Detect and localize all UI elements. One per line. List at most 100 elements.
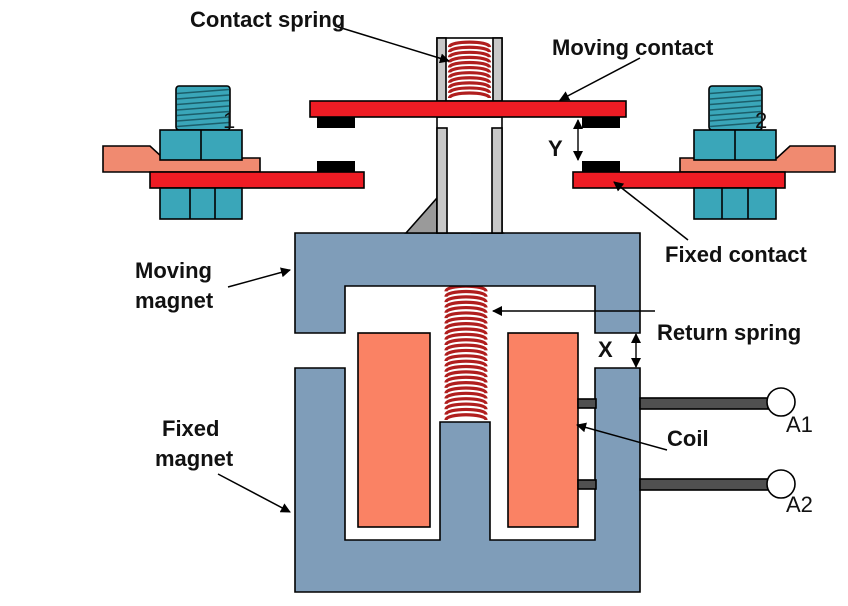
bolt-thread-line xyxy=(176,116,230,122)
moving-contact-bar xyxy=(309,100,627,118)
leader-fixed-contact xyxy=(613,181,689,241)
contact-spring-turn xyxy=(447,76,492,85)
fixed-contact-pad-left xyxy=(317,161,355,172)
return-spring-turn xyxy=(444,338,488,346)
contact-spring-turn xyxy=(447,91,492,100)
nut-left-bottom xyxy=(159,187,243,220)
bolt-thread-line xyxy=(709,110,762,117)
return-spring-turn xyxy=(444,397,488,405)
bolt-thread-line xyxy=(709,116,762,122)
lead-wire-a2 xyxy=(639,478,769,491)
fixed-contact-bar-left xyxy=(149,171,365,189)
bolt-thread-line xyxy=(709,94,762,100)
bolt-thread-line xyxy=(176,88,230,95)
lead-wire-a1 xyxy=(639,397,769,410)
fixed-magnet xyxy=(294,367,641,593)
leader-contact-spring xyxy=(334,25,450,64)
return-spring xyxy=(444,284,488,421)
return-spring-turn xyxy=(444,343,488,352)
return-spring-turn xyxy=(444,316,488,325)
moving-contact-pad-left xyxy=(317,117,355,128)
coil-left xyxy=(357,332,431,528)
contact-spring-turn xyxy=(447,55,492,64)
return-spring-turn xyxy=(444,386,488,395)
label-moving-contact: Moving contact xyxy=(552,35,714,60)
return-spring-turn xyxy=(444,327,488,336)
coil-right xyxy=(507,332,579,528)
return-spring-turn xyxy=(444,289,488,298)
label-fixed-contact: Fixed contact xyxy=(665,242,807,267)
return-spring-turn xyxy=(444,402,488,411)
lead-wire-a2-inner xyxy=(577,479,597,490)
label-contact-spring: Contact spring xyxy=(190,7,345,32)
contact-spring-turn xyxy=(447,40,492,49)
return-spring-turn xyxy=(444,391,488,400)
bolt-thread-line xyxy=(709,121,762,128)
label-return-spring: Return spring xyxy=(657,320,801,345)
label-fixed-magnet-line1: Fixed xyxy=(162,416,219,441)
return-spring-turn xyxy=(444,354,488,362)
label-terminal-a1: A1 xyxy=(786,412,813,437)
terminal-a1-circle xyxy=(766,387,796,417)
stem-gusset-left xyxy=(404,195,438,234)
return-spring-turn xyxy=(444,305,488,314)
return-spring-turn xyxy=(444,413,488,421)
return-spring-turn xyxy=(444,332,488,341)
bolt-thread-line xyxy=(709,99,762,106)
contact-spring-turn xyxy=(447,81,492,90)
bolt-thread-line xyxy=(176,105,230,111)
leader-moving-contact xyxy=(559,57,641,101)
label-terminal-a2: A2 xyxy=(786,492,813,517)
return-spring-turn xyxy=(444,407,488,416)
moving-contact-pad-right xyxy=(582,117,620,128)
return-spring-turn xyxy=(444,322,488,330)
fixed-contact-bar-right xyxy=(572,171,786,189)
bolt-thread-line xyxy=(709,88,762,95)
return-spring-turn xyxy=(444,370,488,379)
label-terminal-2: 2 xyxy=(755,108,767,133)
label-moving-magnet-line1: Moving xyxy=(135,258,212,283)
label-coil: Coil xyxy=(667,426,709,451)
return-spring-turn xyxy=(444,359,488,368)
bolt-right-thread xyxy=(709,88,762,128)
stem-slot-right xyxy=(491,127,503,234)
housing-wall-left xyxy=(436,37,447,102)
contact-spring xyxy=(447,40,492,100)
return-spring-turn xyxy=(444,364,488,373)
moving-magnet xyxy=(294,232,641,334)
return-spring-turn xyxy=(444,381,488,389)
label-gap-x: X xyxy=(598,337,613,362)
contact-spring-turn xyxy=(447,60,492,70)
contact-spring-turn xyxy=(447,86,492,95)
return-spring-turn xyxy=(444,348,488,357)
bolt-left-thread xyxy=(176,88,230,128)
return-spring-turn xyxy=(444,375,488,384)
return-spring-turn xyxy=(444,300,488,309)
nut-right-bottom xyxy=(693,187,777,220)
stem-slot-left xyxy=(436,127,448,234)
leader-fixed-magnet xyxy=(217,473,291,513)
contact-spring-turn xyxy=(447,71,492,80)
housing-wall-right xyxy=(492,37,503,102)
label-fixed-magnet-line2: magnet xyxy=(155,446,234,471)
leader-coil xyxy=(576,422,668,451)
terminal-a2-circle xyxy=(766,469,796,499)
bolt-thread-line xyxy=(709,105,762,111)
contact-spring-turn xyxy=(447,50,492,59)
contact-spring-turn xyxy=(447,65,492,75)
fixed-contact-pad-right xyxy=(582,161,620,172)
bolt-thread-line xyxy=(176,94,230,100)
bolt-thread-line xyxy=(176,110,230,117)
label-moving-magnet-line2: magnet xyxy=(135,288,214,313)
return-spring-turn xyxy=(444,311,488,320)
label-gap-y: Y xyxy=(548,136,563,161)
label-terminal-1: 1 xyxy=(223,108,235,133)
bolt-thread-line xyxy=(176,99,230,106)
contact-spring-turn xyxy=(447,45,492,54)
return-spring-turn xyxy=(444,295,488,304)
leader-moving-magnet xyxy=(227,267,291,288)
bolt-thread-line xyxy=(176,121,230,128)
lead-wire-a1-inner xyxy=(577,398,597,409)
